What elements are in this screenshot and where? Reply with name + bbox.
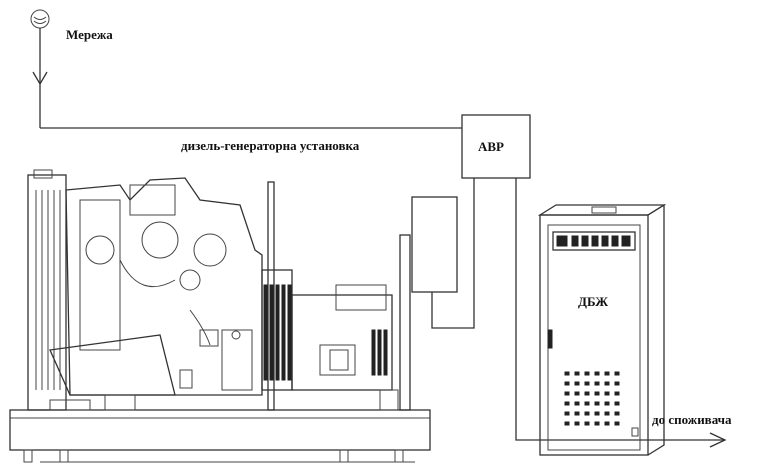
- ups-cabinet: ДБЖ: [537, 203, 667, 456]
- ats-label: АВР: [478, 139, 504, 154]
- ups-vent-grille: [564, 371, 620, 426]
- grid-source: Мережа: [30, 9, 113, 128]
- arrow-right-icon: [709, 432, 727, 448]
- ats-box: АВР: [461, 114, 531, 179]
- diesel-generator-set: [9, 169, 458, 463]
- ats-to-genset-panel-line: [431, 178, 475, 329]
- consumer-output: до споживача: [640, 412, 732, 448]
- consumer-label: до споживача: [652, 412, 732, 427]
- ups-label: ДБЖ: [578, 294, 608, 309]
- grid-label: Мережа: [66, 27, 113, 42]
- genset-label: дизель-генераторна установка: [181, 138, 360, 153]
- transformer-symbol-icon: [30, 9, 50, 128]
- ats-to-ups-line: [515, 178, 640, 441]
